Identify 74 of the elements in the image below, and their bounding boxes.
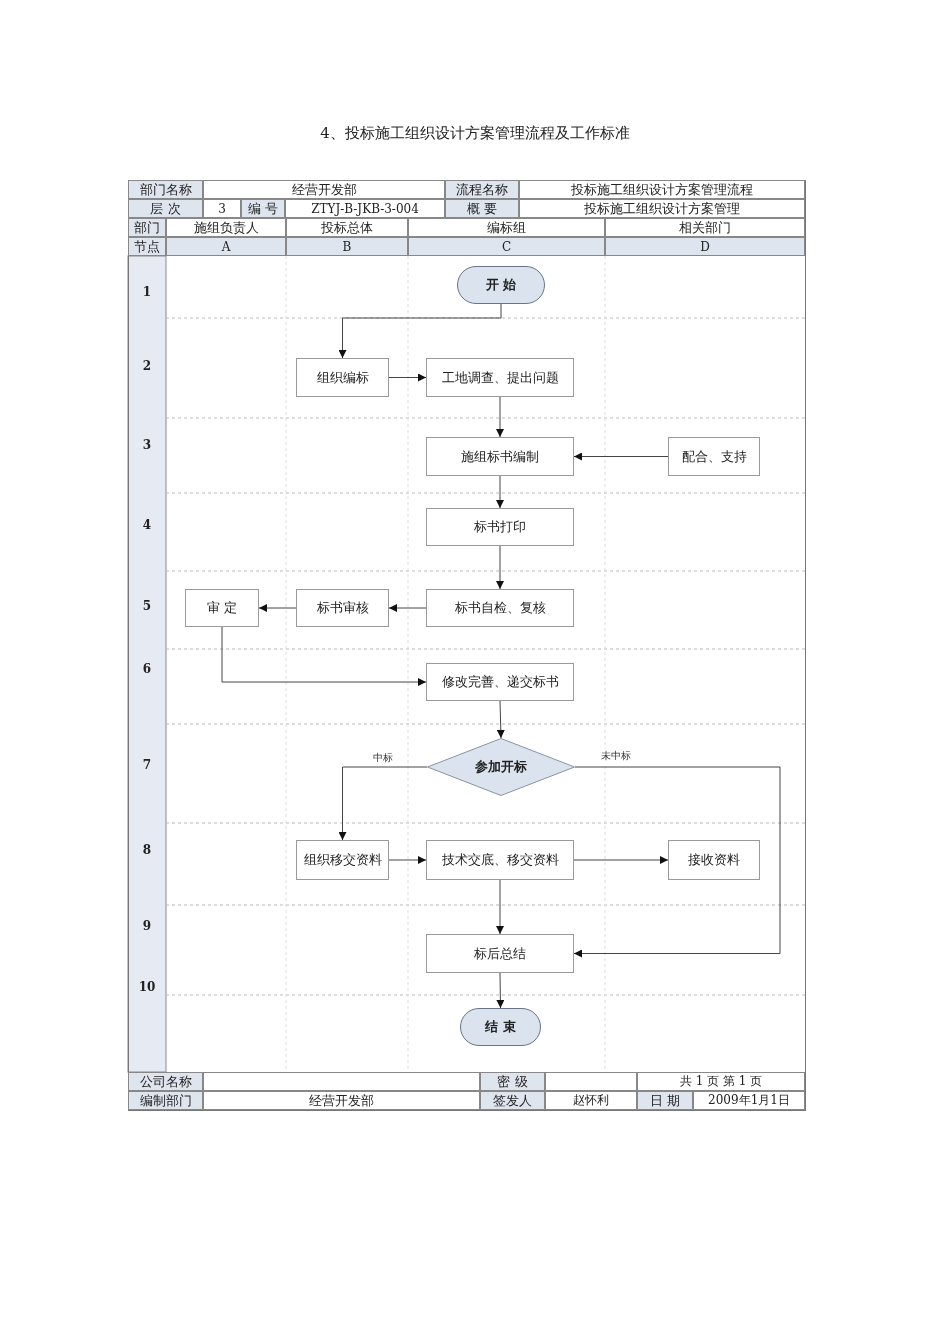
table-cell: 投标总体 [286,218,408,237]
arrow [388,856,427,864]
process-box: 修改完善、递交标书 [426,663,574,701]
table-cell: 经营开发部 [203,1091,480,1110]
arrow [338,766,428,841]
process-box: 工地调查、提出问题 [426,358,574,397]
table-cell: ZTYJ-B-JKB-3-004 [285,199,445,218]
table-cell: 共 1 页 第 1 页 [637,1072,805,1091]
row-number: 1 [141,285,153,301]
header-cell: A [166,237,286,256]
process-box: 标后总结 [426,934,574,973]
terminal-box: 结 束 [460,1008,541,1046]
arrow [221,626,427,686]
header-cell: 编制部门 [128,1091,203,1110]
row-number: 10 [137,980,157,996]
row-number: 7 [141,758,153,774]
header-cell: 密 级 [480,1072,545,1091]
arrow [258,604,297,612]
title: 4、投标施工组织设计方案管理流程及工作标准 [319,124,631,144]
row-number: 2 [141,359,153,375]
process-box: 标书打印 [426,508,574,546]
row-number: 6 [141,662,153,678]
table-cell: 相关部门 [605,218,805,237]
arrow [496,545,504,590]
table-cell: 赵怀利 [545,1091,637,1110]
arrow [496,475,504,509]
header-cell: 流程名称 [445,180,519,199]
row-number: 5 [141,599,153,615]
table-cell: 施组负责人 [166,218,286,237]
row-number: 8 [141,843,153,859]
row-number: 4 [141,518,153,534]
decision-diamond: 参加开标 [427,738,575,796]
process-box: 组织移交资料 [296,840,389,880]
table-cell: 经营开发部 [203,180,445,199]
process-box: 标书审核 [296,589,389,627]
header-cell: 部门 [128,218,166,237]
header-cell: B [286,237,408,256]
table-cell: 投标施工组织设计方案管理 [519,199,805,218]
table-cell: 投标施工组织设计方案管理流程 [519,180,805,199]
edge-label: 中标 [372,751,394,765]
process-box: 技术交底、移交资料 [426,840,574,880]
process-box: 接收资料 [668,840,760,880]
row-number: 9 [141,919,153,935]
arrow [573,766,781,958]
table-cell: 2009年1月1日 [693,1091,805,1110]
arrow [573,452,669,461]
header-cell: C [408,237,605,256]
table-cell: 3 [203,199,241,218]
header-cell: 签发人 [480,1091,545,1110]
process-box: 组织编标 [296,358,389,397]
arrow [496,879,504,935]
header-cell: D [605,237,805,256]
process-box: 审 定 [185,589,259,627]
table-cell: 编标组 [408,218,605,237]
arrow [338,303,502,359]
row-number: 3 [141,438,153,454]
arrow [496,396,504,438]
arrow [573,856,669,864]
process-box: 标书自检、复核 [426,589,574,627]
edge-label: 未中标 [600,749,632,763]
arrow [496,700,505,739]
header-cell: 概 要 [445,199,519,218]
header-cell: 节点 [128,237,166,256]
header-cell: 层 次 [128,199,203,218]
arrow [388,604,427,612]
header-cell: 部门名称 [128,180,203,199]
arrow [496,972,505,1009]
header-cell: 公司名称 [128,1072,203,1091]
process-box: 施组标书编制 [426,437,574,476]
arrow [388,373,427,382]
header-cell: 日 期 [637,1091,693,1110]
process-box: 配合、支持 [668,437,760,476]
terminal-box: 开 始 [457,266,545,304]
header-cell: 编 号 [241,199,285,218]
